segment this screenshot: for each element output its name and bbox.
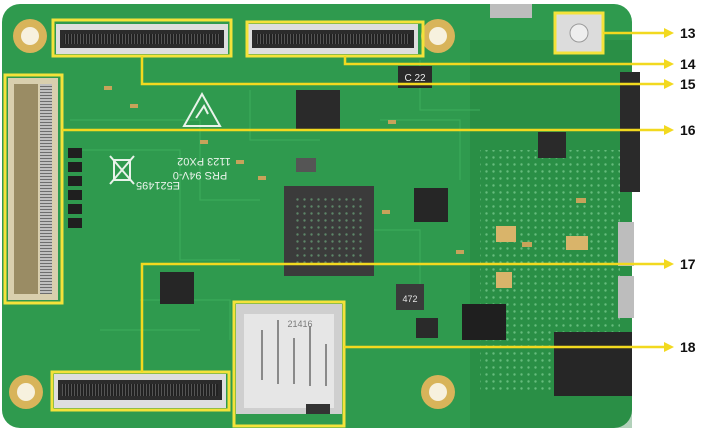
tactile-button <box>556 14 602 52</box>
usb-ports <box>618 222 634 318</box>
highlight-box-17 <box>50 370 231 412</box>
silk-part-number: E521495 <box>136 179 180 191</box>
audio-jack <box>462 304 506 340</box>
callout-13: 13 <box>680 25 696 41</box>
sd-card-slot: 21416 <box>236 304 342 414</box>
highlight-box-14 <box>245 20 425 58</box>
mounting-holes <box>9 19 455 409</box>
test-pads <box>68 148 82 228</box>
leader-lines <box>62 31 666 372</box>
fpc-connector-left <box>8 78 58 300</box>
expansion-connector-top-left <box>56 24 228 54</box>
leader-line-17 <box>140 262 666 372</box>
ic-chip <box>296 90 340 130</box>
soc-chip <box>284 186 374 276</box>
callout-14: 14 <box>680 56 696 72</box>
weee-bin-symbol <box>109 155 135 185</box>
ic-chip <box>538 132 566 158</box>
highlight-boxes <box>3 11 605 428</box>
leader-line-15 <box>140 56 666 86</box>
ic-chip <box>160 272 194 304</box>
callout-16: 16 <box>680 122 696 138</box>
inductor-mark: 472 <box>402 294 417 304</box>
leader-arrows <box>664 28 674 352</box>
ic-chip <box>414 188 448 222</box>
esd-warning-symbol <box>182 91 222 127</box>
silk-date-code: 1123 PX02 <box>177 155 231 167</box>
expansion-connector-bottom-left <box>54 374 226 408</box>
expansion-connector-top-middle <box>248 24 418 54</box>
highlight-box-16 <box>3 73 64 305</box>
passive-components <box>104 86 588 288</box>
callout-15: 15 <box>680 76 696 92</box>
callout-17: 17 <box>680 256 696 272</box>
pcb-traces <box>70 60 480 340</box>
sd-slot-mark: 21416 <box>287 319 312 329</box>
ic-chip <box>296 158 316 172</box>
silk-rating: PRS 94V-0 <box>173 169 227 181</box>
highlight-box-18 <box>232 300 346 428</box>
usb-c-connector <box>490 4 532 18</box>
ic-mark: C 22 <box>404 73 426 84</box>
connector-right-bottom <box>554 332 632 396</box>
ic-chip <box>416 318 438 338</box>
connector-right-top <box>620 72 640 192</box>
leader-line-14 <box>343 56 666 66</box>
ic-label-box: C 22 <box>398 66 432 88</box>
inductor: 472 <box>396 284 424 310</box>
callout-18: 18 <box>680 339 696 355</box>
